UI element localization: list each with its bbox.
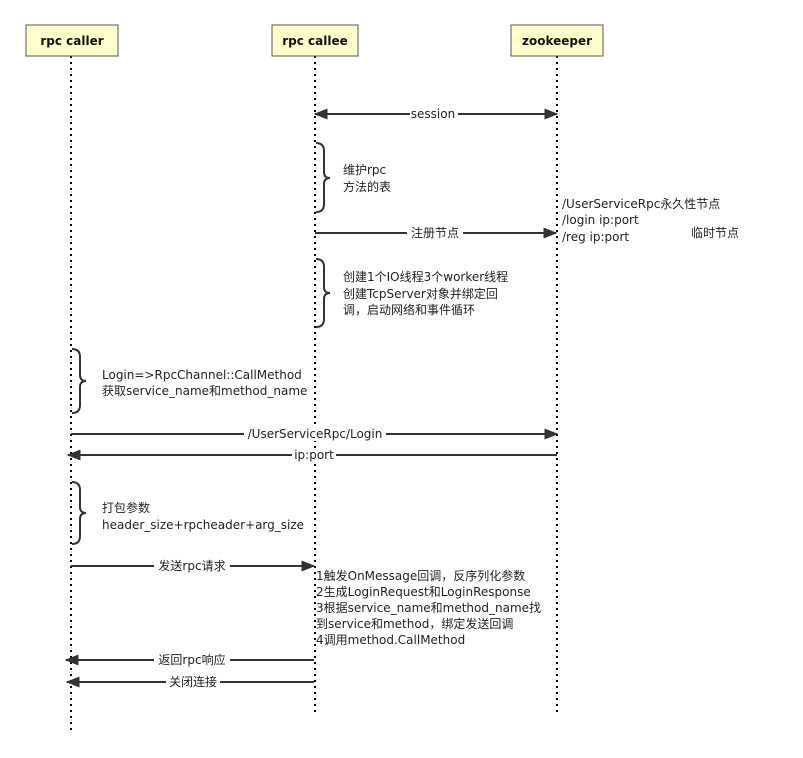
- message-session: session: [313, 107, 559, 121]
- message-label: ip:port: [294, 448, 334, 462]
- note-callee-step-2: 2生成LoginRequest和LoginResponse: [316, 585, 531, 599]
- note-zk-node-2: /login ip:port: [562, 213, 639, 227]
- message-ip-port: ip:port: [66, 448, 557, 462]
- message-label: session: [411, 107, 455, 121]
- participant-zookeeper: zookeeper: [510, 24, 604, 57]
- participant-label: zookeeper: [522, 34, 592, 48]
- message-service-lookup: /UserServiceRpc/Login: [71, 427, 559, 441]
- note-zk-temp-node: 临时节点: [691, 226, 739, 240]
- message-return-rpc-response: 返回rpc响应: [64, 652, 314, 667]
- note-server-setup-line-1: 创建1个IO线程3个worker线程: [343, 269, 508, 284]
- message-label: 关闭连接: [169, 674, 217, 689]
- brace-server-setup: [315, 258, 331, 328]
- message-register-node: 注册节点: [315, 225, 558, 240]
- participant-label: rpc caller: [40, 34, 103, 48]
- participant-rpc-callee: rpc callee: [271, 24, 359, 57]
- note-method-table-line-1: 维护rpc: [343, 163, 386, 177]
- brace-pack-params: [71, 481, 87, 545]
- note-zk-node-3: /reg ip:port: [562, 230, 629, 244]
- note-caller-login-line-2: 获取service_name和method_name: [102, 384, 307, 398]
- participant-rpc-caller: rpc caller: [25, 24, 119, 57]
- message-close-connection: 关闭连接: [65, 674, 314, 689]
- note-pack-params-line-2: header_size+rpcheader+arg_size: [102, 518, 304, 532]
- note-server-setup-line-2: 创建TcpServer对象并绑定回: [343, 286, 498, 301]
- note-callee-step-3: 3根据service_name和method_name找: [316, 601, 541, 615]
- message-label: 注册节点: [411, 225, 459, 240]
- note-callee-step-1: 1触发OnMessage回调，反序列化参数: [316, 568, 525, 583]
- message-label: 发送rpc请求: [158, 558, 225, 573]
- message-label: 返回rpc响应: [158, 652, 225, 667]
- note-callee-step-5: 4调用method.CallMethod: [316, 633, 465, 647]
- note-callee-step-4: 到service和method，绑定发送回调: [316, 616, 513, 631]
- message-send-rpc-request: 发送rpc请求: [71, 558, 316, 573]
- message-label: /UserServiceRpc/Login: [248, 427, 383, 441]
- note-pack-params-line-1: 打包参数: [102, 500, 150, 515]
- brace-method-table: [315, 142, 331, 213]
- note-zk-node-1: /UserServiceRpc永久性节点: [562, 197, 720, 211]
- note-method-table-line-2: 方法的表: [343, 179, 391, 194]
- participant-label: rpc callee: [282, 34, 348, 48]
- brace-caller-login: [71, 348, 87, 414]
- note-caller-login-line-1: Login=>RpcChannel::CallMethod: [102, 368, 302, 382]
- note-server-setup-line-3: 调，启动网络和事件循环: [343, 302, 475, 317]
